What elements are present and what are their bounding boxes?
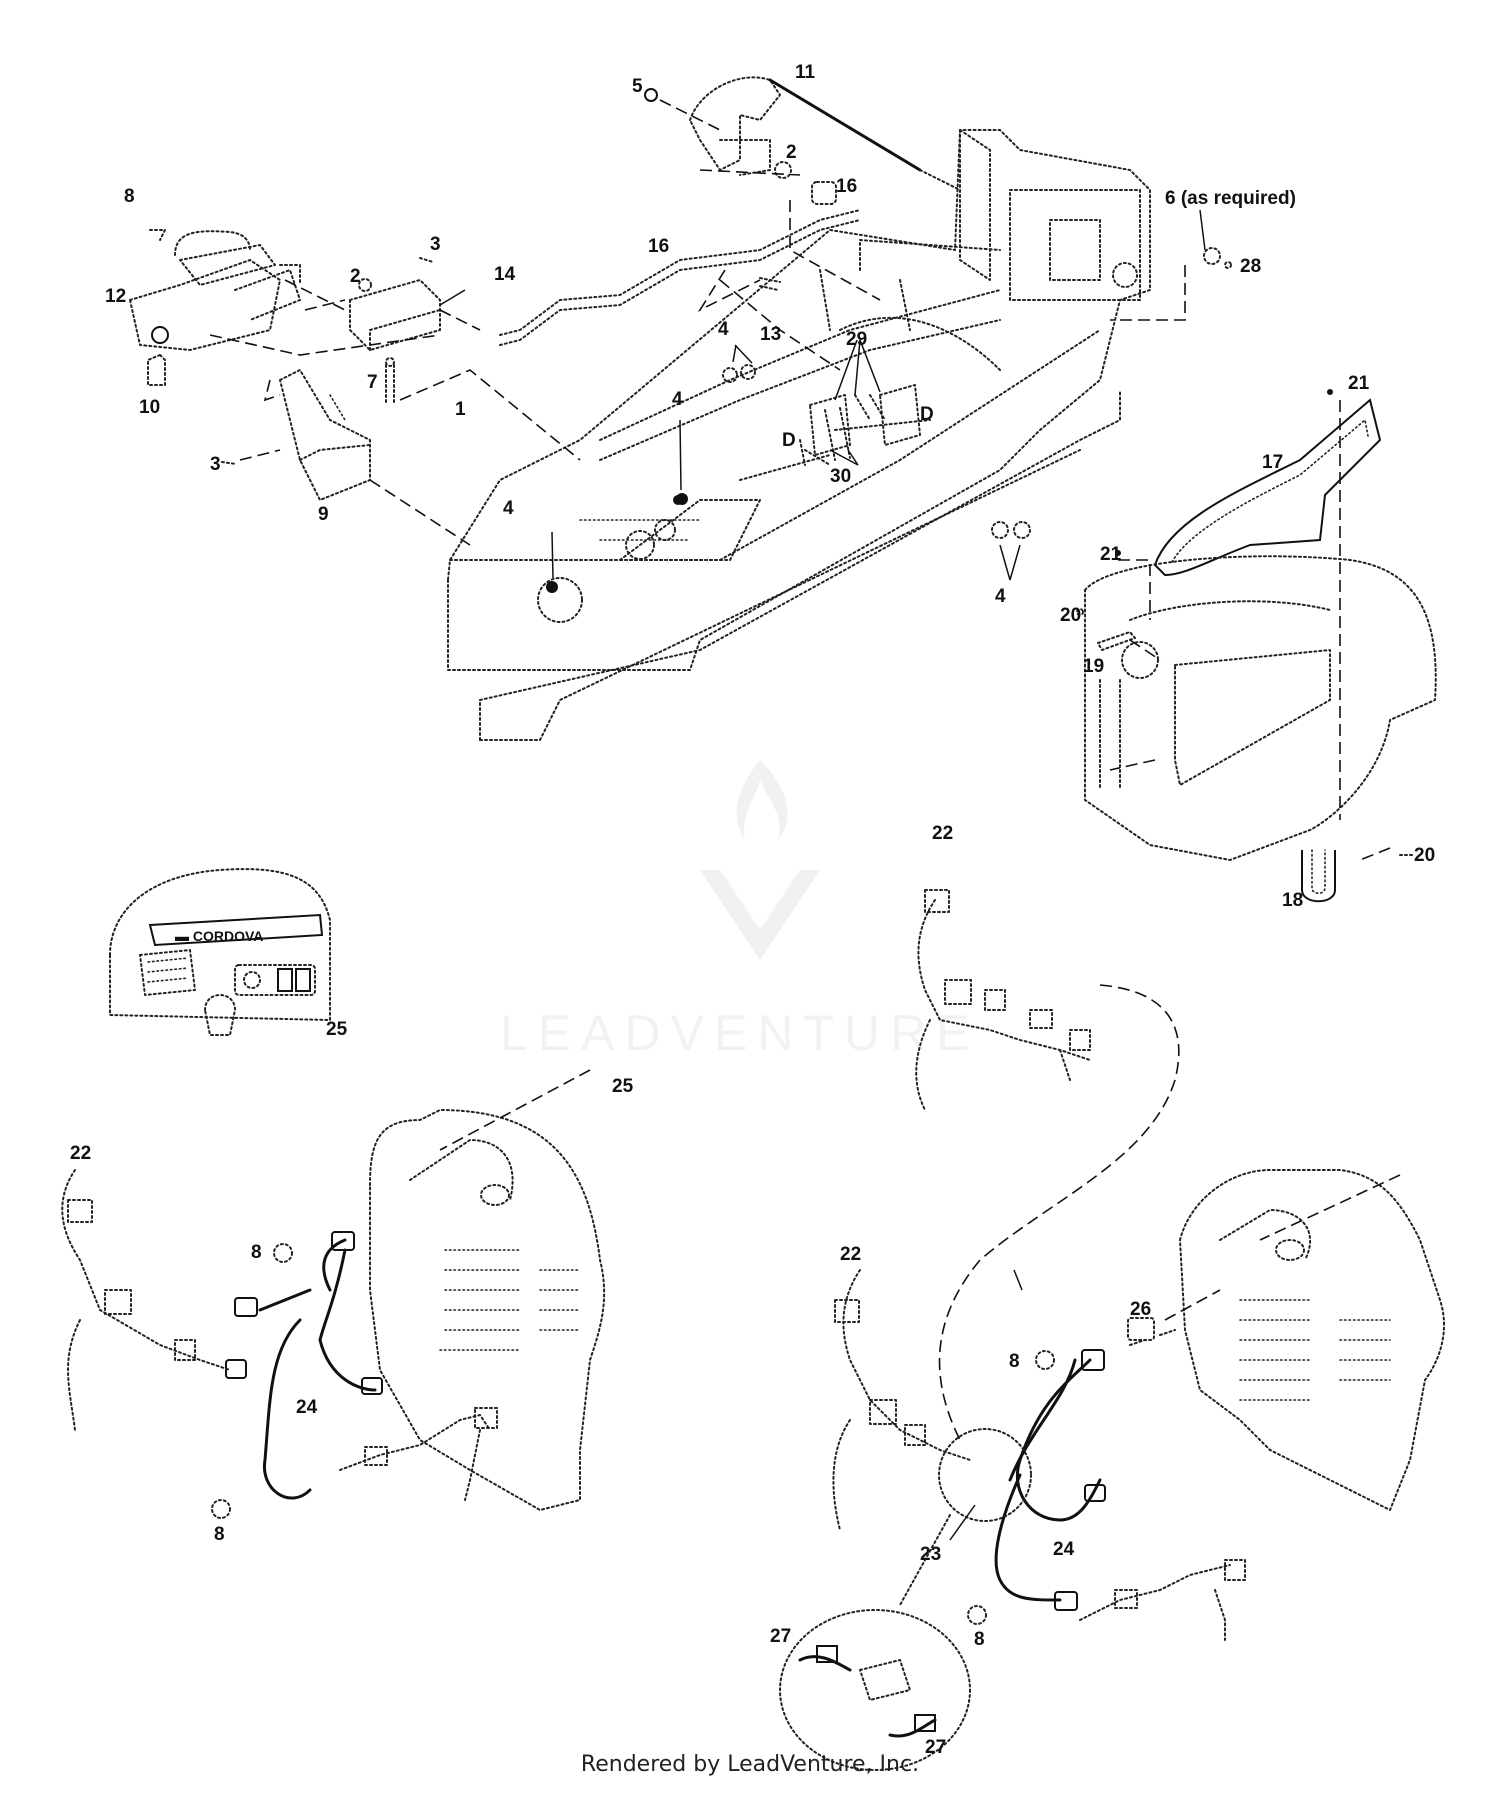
callout-6: 6 (as required): [1165, 188, 1296, 209]
callouts: 1 2 2 3 3 4 4 4 4 5 6 (as required) 7 8 …: [70, 62, 1435, 1758]
callout-8-b: 8: [251, 1242, 262, 1263]
callout-13: 13: [760, 324, 781, 345]
callout-29: 29: [846, 329, 867, 350]
upper-bracket: [349, 279, 441, 351]
dash-panel: ▬ CORDOVA: [109, 868, 331, 1036]
main-frame: [447, 129, 1151, 741]
callout-26: 26: [1130, 1299, 1151, 1320]
lower-bracket: [279, 369, 371, 501]
callout-D-a: D: [782, 430, 796, 451]
left-harness: [61, 1169, 498, 1519]
callout-7: 7: [367, 372, 378, 393]
pin: [385, 357, 395, 406]
callout-8-e: 8: [974, 1629, 985, 1650]
lift-arm: [689, 76, 961, 191]
callout-3-a: 3: [430, 234, 441, 255]
callout-8-a: 8: [124, 186, 135, 207]
watermark: LEADVENTURE: [500, 760, 980, 1061]
right-harness: [832, 1269, 1246, 1641]
small-bracket: [1097, 631, 1136, 651]
leader-lines: [209, 99, 1401, 1541]
callout-20-a: 20: [1060, 605, 1081, 626]
callout-21-b: 21: [1100, 544, 1122, 565]
callout-27-b: 27: [925, 1737, 946, 1758]
callout-24-a: 24: [296, 1397, 318, 1418]
callout-22-c: 22: [840, 1244, 861, 1265]
callout-28: 28: [1240, 256, 1261, 277]
callout-1: 1: [455, 399, 466, 420]
callout-16-b: 16: [648, 236, 669, 257]
callout-21-a: 21: [1348, 373, 1370, 394]
upper-harness: [915, 889, 1180, 1441]
watermark-text: LEADVENTURE: [500, 1005, 980, 1061]
lift-link-rod: [499, 181, 861, 346]
callout-14: 14: [494, 264, 516, 285]
render-credit: Rendered by LeadVenture, Inc.: [580, 1752, 920, 1777]
callout-24-b: 24: [1053, 1539, 1075, 1560]
callout-4-d: 4: [995, 586, 1006, 607]
switch-26: [1127, 1317, 1155, 1341]
dash-panel-logo: ▬ CORDOVA: [175, 928, 263, 944]
callout-23: 23: [920, 1544, 941, 1565]
fender-pan: [1153, 398, 1382, 577]
callout-30: 30: [830, 466, 851, 487]
actuator: [129, 229, 301, 386]
callout-9: 9: [318, 504, 329, 525]
callout-20-b: 20: [1414, 845, 1435, 866]
callout-22-b: 22: [70, 1143, 91, 1164]
callout-12: 12: [105, 286, 126, 307]
callout-2-b: 2: [350, 266, 361, 287]
callout-25-a: 25: [326, 1019, 348, 1040]
callout-4-c: 4: [503, 498, 514, 519]
callout-8-d: 8: [1009, 1351, 1020, 1372]
callout-2-a: 2: [786, 142, 797, 163]
callout-11: 11: [795, 62, 816, 83]
watermark-flame-icon: [736, 760, 788, 840]
callout-16-a: 16: [836, 176, 857, 197]
callout-D-b: D: [920, 404, 934, 425]
rear-fender: [1084, 555, 1437, 861]
callout-19: 19: [1083, 656, 1104, 677]
hardware: [221, 88, 1413, 856]
callout-8-c: 8: [214, 1524, 225, 1545]
inset-circle: [779, 1428, 1032, 1771]
callout-22-a: 22: [932, 823, 953, 844]
callout-4-a: 4: [718, 319, 729, 340]
callout-4-b: 4: [672, 389, 683, 410]
callout-17: 17: [1262, 452, 1283, 473]
callout-10: 10: [139, 397, 160, 418]
watermark-v-icon: [700, 870, 820, 960]
fender-brace: [1301, 849, 1336, 903]
mounting-plates: [799, 384, 921, 466]
callout-3-b: 3: [210, 454, 221, 475]
right-hood: [1179, 1169, 1446, 1511]
callout-27-a: 27: [770, 1626, 791, 1647]
left-hood: [369, 1109, 606, 1511]
callout-18: 18: [1282, 890, 1303, 911]
callout-5: 5: [632, 76, 643, 97]
callout-25-b: 25: [612, 1076, 634, 1097]
